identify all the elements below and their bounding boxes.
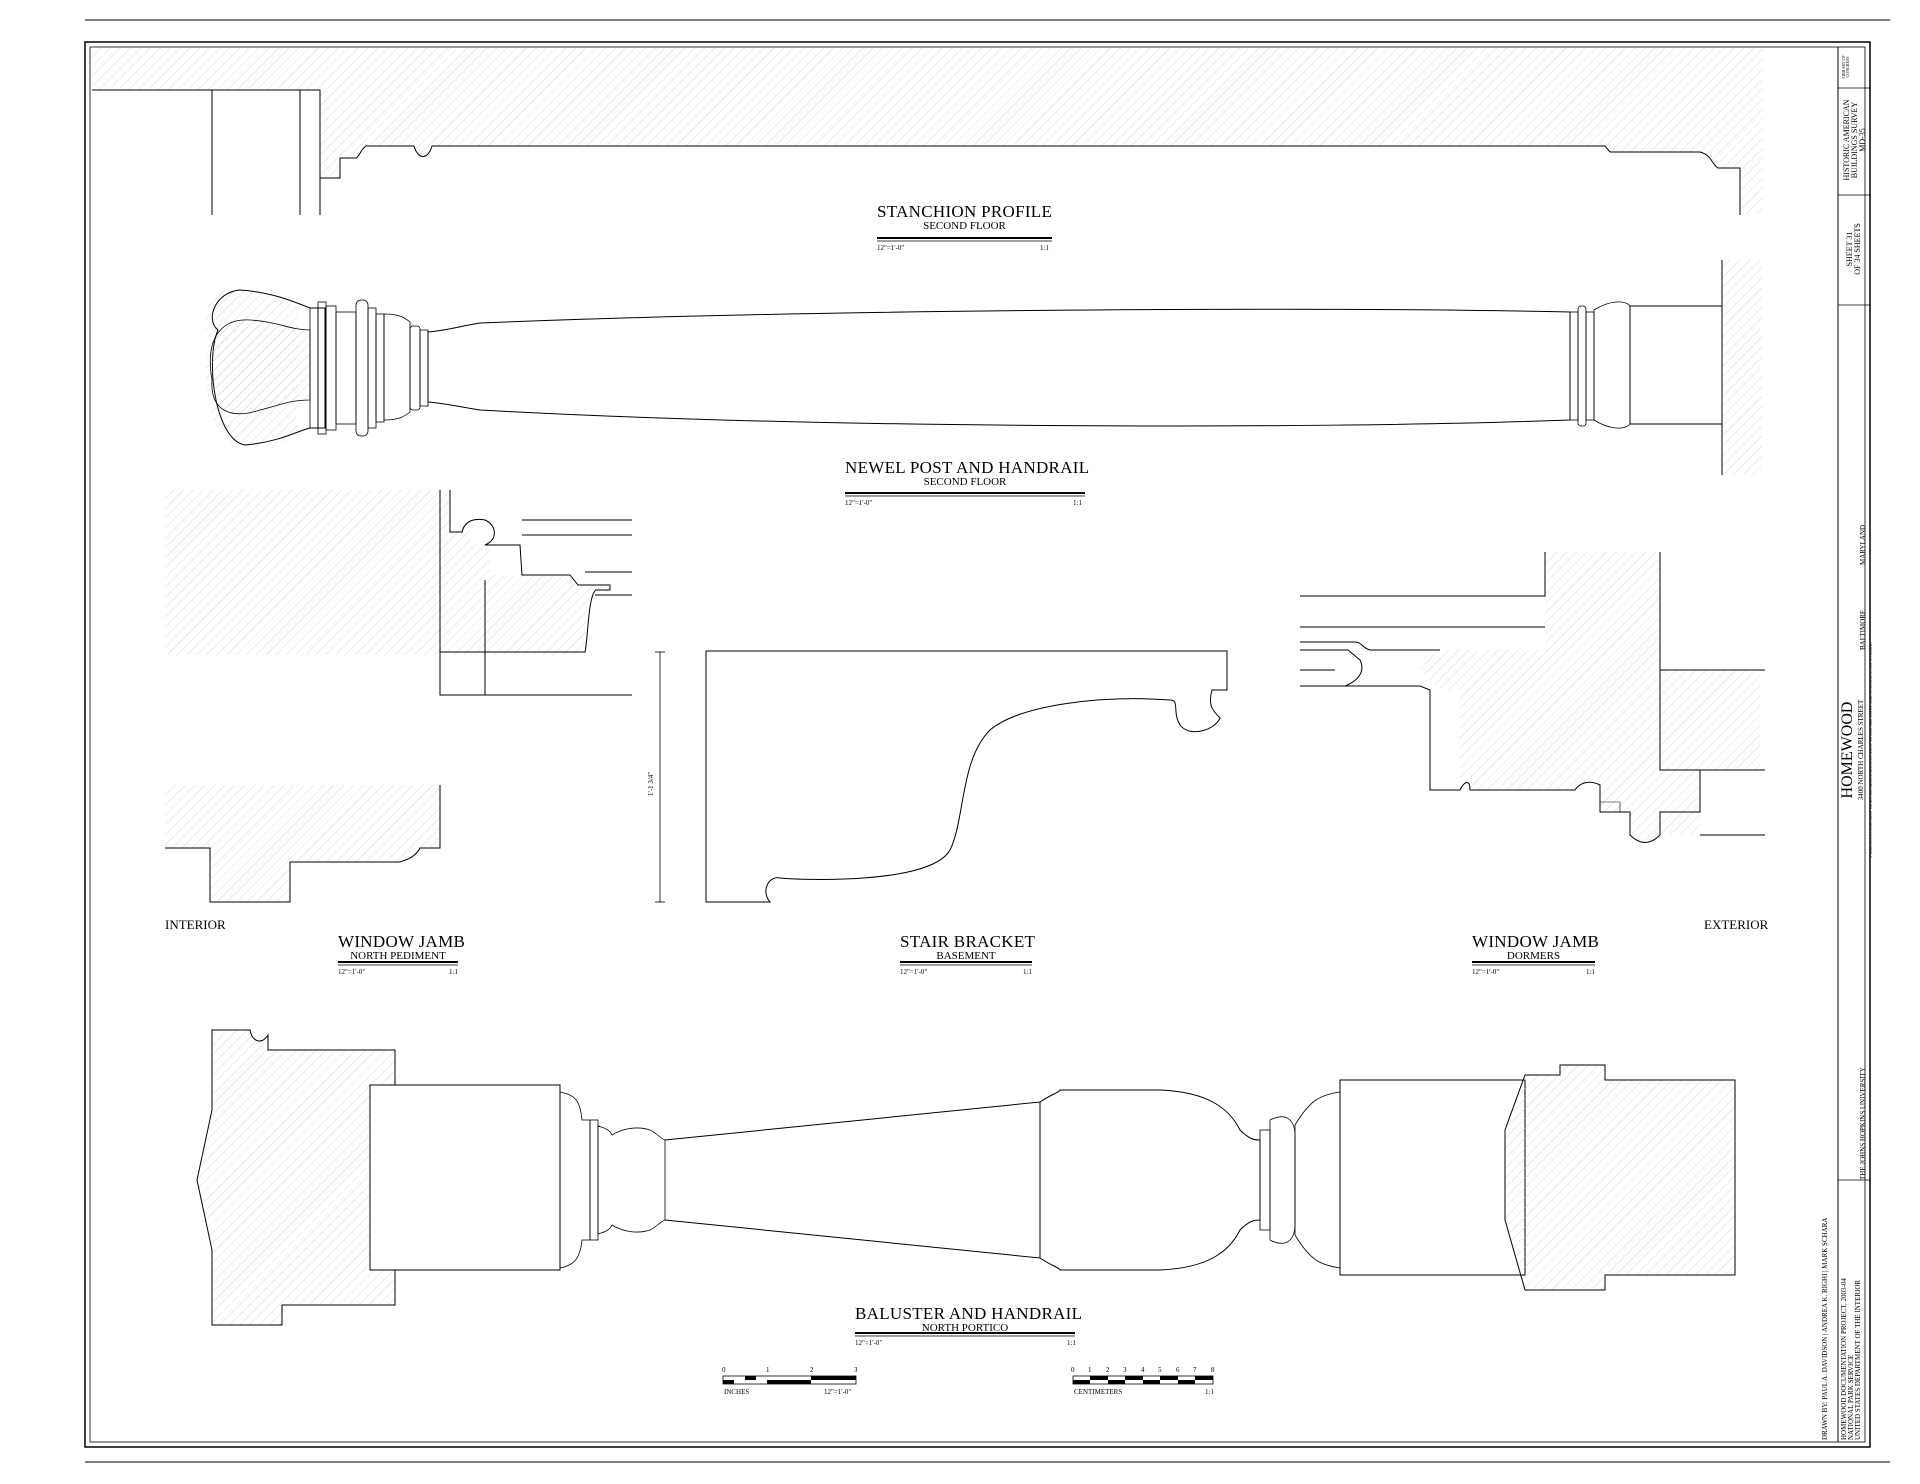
sheet-border (84, 19, 1890, 1463)
survey-block: HISTORIC AMERICAN BUILDINGS SURVEY MD-35 (1842, 88, 1867, 192)
stair-bracket-dimension: 1'-1 3/4" (647, 771, 655, 796)
newel-subtitle: SECOND FLOOR (923, 476, 1007, 488)
stanchion-subtitle: SECOND FLOOR (923, 220, 1006, 232)
stair-bracket-scale: 12"=1'-0" (900, 968, 928, 976)
baluster-subtitle: NORTH PORTICO (921, 1322, 1009, 1334)
window-jamb-dormers-ratio: 1:1 (1586, 968, 1595, 976)
window-jamb-dormers-subtitle: DORMERS (1506, 950, 1561, 962)
city-label: BALTIMORE (1859, 609, 1867, 650)
newel-title: NEWEL POST AND HANDRAIL (845, 458, 1090, 477)
window-jamb-dormers-title-block: WINDOW JAMB DORMERS (1472, 932, 1600, 962)
inch-tick-2: 2 (810, 1366, 814, 1374)
baluster-title-block: BALUSTER AND HANDRAIL NORTH PORTICO (855, 1304, 1083, 1334)
window-jamb-north-subtitle: NORTH PEDIMENT (350, 950, 446, 962)
inch-scale-bar (722, 1375, 857, 1385)
inch-scale-label: INCHES (724, 1388, 750, 1396)
library-of-congress-mark: LIBRARY OF CONGRESS (1841, 55, 1850, 79)
stair-bracket-drawing (655, 650, 1228, 903)
owner-label: THE JOHNS HOPKINS UNIVERSITY (1859, 1067, 1867, 1180)
cm-tick-6: 6 (1176, 1366, 1180, 1374)
stanchion-profile-drawing (92, 48, 1763, 215)
label-rules (338, 237, 1595, 1337)
cm-scale-ratio: 1:1 (1205, 1388, 1214, 1396)
stair-bracket-subtitle: BASEMENT (936, 950, 996, 962)
centimeter-scale-bar (1072, 1375, 1214, 1385)
cm-tick-5: 5 (1158, 1366, 1162, 1374)
window-jamb-north-scale: 12"=1'-0" (338, 968, 366, 976)
baluster-title: BALUSTER AND HANDRAIL (855, 1304, 1083, 1323)
newel-scale: 12"=1'-0" (845, 499, 873, 507)
stanchion-ratio: 1:1 (1040, 244, 1049, 252)
cm-tick-7: 7 (1193, 1366, 1197, 1374)
window-jamb-dormers-drawing (1300, 552, 1765, 843)
drawn-by: DRAWN BY: PAUL A. DAVIDSON | ANDREA K. R… (1821, 1217, 1829, 1440)
cm-tick-0: 0 (1071, 1366, 1075, 1374)
interior-label: INTERIOR (165, 917, 226, 932)
cm-tick-3: 3 (1123, 1366, 1127, 1374)
stair-bracket-title: STAIR BRACKET (900, 932, 1036, 951)
sheet-total: OF 34 SHEETS (1853, 223, 1862, 275)
window-jamb-north-ratio: 1:1 (449, 968, 458, 976)
cm-tick-4: 4 (1141, 1366, 1145, 1374)
building-block: HOMEWOOD 3400 NORTH CHARLES STREET IF RE… (1839, 550, 1873, 950)
department-name: UNITED STATES DEPARTMENT OF THE INTERIOR (1854, 1279, 1862, 1440)
window-jamb-north-title: WINDOW JAMB (338, 932, 466, 951)
stair-bracket-ratio: 1:1 (1023, 968, 1032, 976)
newel-title-block: NEWEL POST AND HANDRAIL SECOND FLOOR (845, 458, 1090, 488)
sheet-number-block: SHEET 31 OF 34 SHEETS (1845, 196, 1862, 302)
stanchion-scale: 12"=1'-0" (877, 244, 905, 252)
inch-tick-0: 0 (722, 1366, 726, 1374)
inch-tick-1: 1 (766, 1366, 770, 1374)
window-jamb-north-title-block: WINDOW JAMB NORTH PEDIMENT (338, 932, 466, 962)
project-block: HOMEWOOD DOCUMENTATION PROJECT, 2003-04 … (1840, 1182, 1862, 1440)
cm-scale-label: CENTIMETERS (1074, 1388, 1123, 1396)
cm-tick-8: 8 (1211, 1366, 1215, 1374)
stair-bracket-title-block: STAIR BRACKET BASEMENT (900, 932, 1036, 962)
cm-tick-2: 2 (1106, 1366, 1110, 1374)
window-jamb-dormers-title: WINDOW JAMB (1472, 932, 1600, 951)
newel-ratio: 1:1 (1073, 499, 1082, 507)
window-jamb-north-drawing (165, 490, 632, 903)
survey-line-3: MD-35 (1858, 128, 1867, 152)
baluster-scale: 12"=1'-0" (855, 1339, 883, 1347)
inch-tick-3: 3 (854, 1366, 858, 1374)
exterior-label: EXTERIOR (1704, 917, 1769, 932)
baluster-drawing (196, 1029, 1736, 1326)
stanchion-title-block: STANCHION PROFILE SECOND FLOOR (877, 203, 1052, 232)
state-label: MARYLAND (1859, 524, 1867, 565)
window-jamb-dormers-scale: 12"=1'-0" (1472, 968, 1500, 976)
stanchion-title: STANCHION PROFILE (877, 202, 1053, 221)
reproduction-note: IF REPRODUCED, PLEASE CREDIT THE HISTORI… (1869, 642, 1873, 858)
newel-post-drawing (205, 260, 1762, 475)
baluster-ratio: 1:1 (1067, 1339, 1076, 1347)
cm-tick-1: 1 (1088, 1366, 1092, 1374)
building-name: HOMEWOOD (1839, 701, 1856, 799)
inch-scale-ratio: 12"=1'-0" (824, 1388, 852, 1396)
